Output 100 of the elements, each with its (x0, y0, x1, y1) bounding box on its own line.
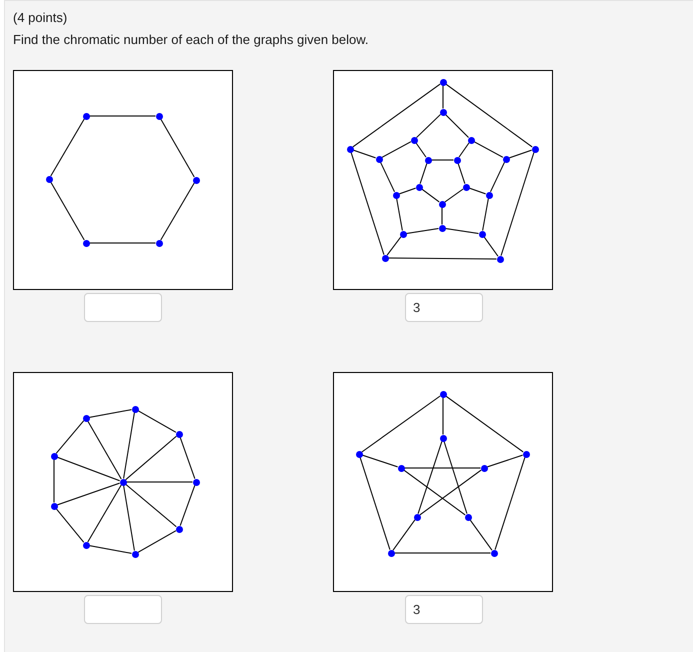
graph-vertex (392, 192, 400, 198)
graph-vertex (438, 200, 446, 208)
graph-edge (380, 162, 395, 192)
graph-vertex (454, 156, 460, 164)
graph-vertex (50, 502, 58, 510)
graph-vertex (376, 156, 382, 162)
graph-frame (333, 70, 553, 290)
graph-vertex (46, 176, 52, 182)
graph-edge (125, 436, 177, 480)
graph-vertex (440, 390, 446, 398)
graph-edge (382, 141, 412, 158)
graph-edge (362, 454, 398, 468)
graph-edge (418, 440, 442, 514)
graph-edge (403, 470, 466, 516)
graph-edge (484, 236, 498, 257)
graph-vertex (398, 464, 404, 472)
graph-vertex (462, 184, 470, 190)
graph-edge (416, 142, 426, 158)
graph-edge (56, 456, 120, 482)
graph-edge (350, 152, 384, 256)
graph-vertex (532, 146, 538, 152)
graph-vertex (192, 176, 200, 184)
graph-vertex (156, 240, 162, 246)
graph-edge (361, 396, 441, 452)
graph-edge (138, 530, 176, 553)
graph-vertex (480, 464, 488, 472)
graph-edge (490, 162, 505, 192)
graph-vertex (50, 452, 58, 460)
graph-frame (333, 372, 553, 592)
graph-vertex (440, 78, 446, 86)
graph-edge (474, 141, 504, 158)
graph-edge (396, 198, 403, 232)
graph-vertex (440, 434, 446, 442)
graph-vertex (132, 406, 138, 412)
graph-edge (87, 420, 122, 480)
graph-edge (445, 84, 533, 148)
points-text: (4 points) (13, 10, 68, 26)
question-text: Find the chromatic number of each of the graphs given below. (13, 32, 369, 48)
graph-edge (442, 397, 444, 435)
graph-edge (123, 484, 135, 552)
graph-vertex (414, 514, 420, 520)
graph-edge (470, 519, 492, 551)
graph-edge (125, 484, 177, 528)
graph-frame (13, 70, 233, 290)
graph-vertex (468, 136, 474, 144)
graph-vertex (490, 550, 498, 556)
graph-edge (180, 436, 196, 480)
graph-vertex (400, 230, 406, 238)
graph-edge (360, 456, 390, 550)
graph-vertex (410, 136, 418, 144)
graph-edge (50, 118, 85, 176)
graph-edge (444, 440, 468, 514)
graph-edge (352, 150, 376, 158)
graph-edge (468, 188, 486, 194)
graph-edge (123, 412, 135, 480)
graph-edge (444, 228, 480, 234)
graph-edge (398, 188, 416, 194)
graph-vertex (176, 526, 182, 532)
graph-vertex (156, 112, 162, 120)
graph-edge (442, 85, 444, 109)
graph-vertex (478, 230, 486, 238)
graph-edge (87, 484, 122, 542)
graph-edge (88, 545, 132, 554)
graph-edge (56, 508, 84, 543)
graph-edge (500, 152, 534, 256)
graph-edge (394, 552, 491, 554)
graph-edge (444, 188, 464, 202)
graph-edge (421, 188, 440, 202)
answer-field: 3 (405, 293, 483, 322)
graph-edge (508, 150, 532, 158)
graph-edge (482, 198, 489, 232)
graph-edge (386, 236, 402, 256)
graph-frame (13, 372, 233, 592)
graph-vertex (82, 542, 90, 548)
graph-vertex (486, 192, 492, 198)
graph-edge (458, 142, 470, 158)
graph-vertex (82, 414, 90, 422)
graph-vertex (192, 478, 200, 486)
graph-edge (352, 84, 441, 148)
graph-vertex (440, 108, 446, 116)
graph-vertex (496, 256, 504, 262)
graph-edge (388, 258, 497, 260)
graph-edge (160, 118, 195, 178)
graph-vertex (82, 240, 90, 246)
graph-vertex (416, 184, 422, 190)
graph-edge (160, 182, 195, 240)
graph-vertex (176, 430, 182, 438)
graph-edge (416, 114, 441, 138)
graph-edge (445, 396, 524, 452)
graph-edge (56, 482, 120, 506)
graph-edge (138, 410, 176, 433)
graph-edge (88, 409, 132, 418)
graph-edge (494, 456, 526, 550)
graph-vertex (346, 146, 354, 152)
graph-edge (444, 114, 470, 138)
graph-vertex (522, 450, 530, 458)
answer-field: 3 (405, 595, 483, 624)
graph-vertex (502, 156, 510, 162)
graph-edge (419, 470, 482, 516)
graph-edge (392, 519, 416, 551)
